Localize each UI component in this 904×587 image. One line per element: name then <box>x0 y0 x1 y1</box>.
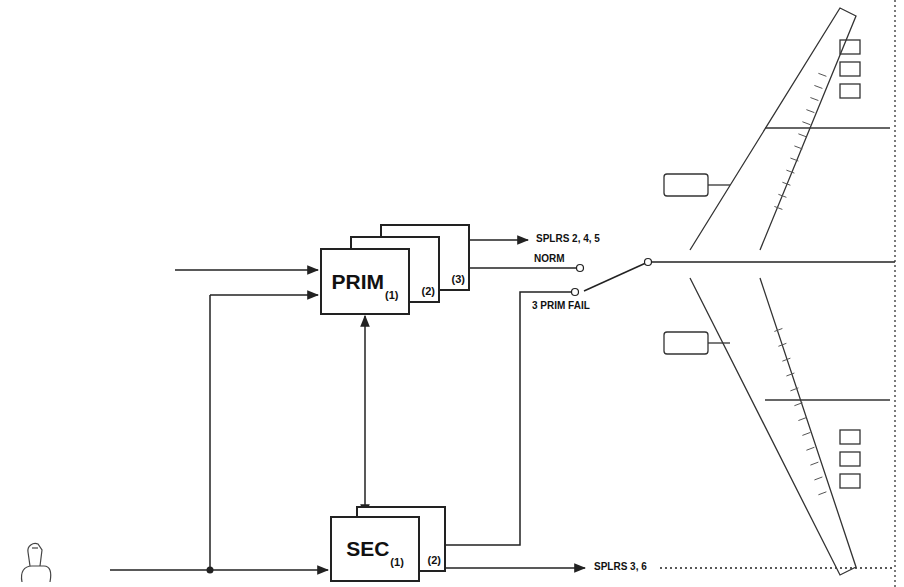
prim-1-box: PRIM(1) <box>320 248 410 315</box>
unit-number: (2) <box>428 554 441 566</box>
unit-number: (1) <box>390 556 403 568</box>
sidestick-icon <box>21 543 50 582</box>
unit-number: (1) <box>385 289 398 301</box>
data-link <box>364 316 366 515</box>
connectors <box>365 316 366 515</box>
switch-contacts <box>572 259 652 296</box>
spoiler-panels <box>774 73 826 494</box>
sec-1-box: SEC(1) <box>330 516 420 582</box>
switch-position: NORM <box>532 253 567 265</box>
unit-number: (2) <box>422 285 435 297</box>
output-label: SPLRS 3, 6 <box>592 561 649 573</box>
junction-dot <box>207 567 214 574</box>
unit-name: PRIM <box>332 270 385 294</box>
aircraft-planform <box>664 0 895 587</box>
unit-number: (3) <box>452 273 465 285</box>
signal-wires <box>110 240 895 570</box>
output-label: SPLRS 2, 4, 5 <box>534 233 602 245</box>
switch-position: 3 PRIM FAIL <box>530 300 592 312</box>
unit-name: SEC <box>346 537 389 561</box>
